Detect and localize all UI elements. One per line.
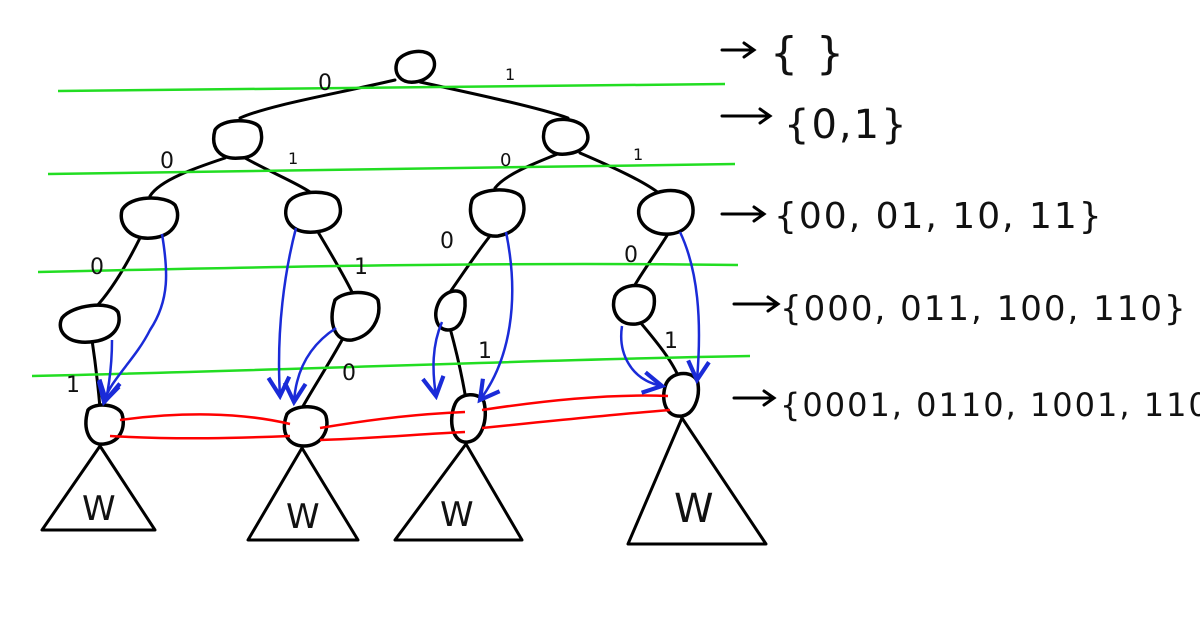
level-arrow-4	[732, 389, 777, 407]
subtree-4	[626, 416, 768, 546]
subtrees	[40, 416, 768, 546]
subtree-label-1: W	[82, 489, 116, 529]
node-00	[119, 196, 180, 240]
edge-label-l3-c-down: 1	[478, 339, 492, 364]
level-line-3	[37, 262, 739, 274]
jump-011	[294, 326, 337, 402]
subtree-label-4: W	[674, 486, 714, 532]
level-set-annotations	[720, 41, 781, 407]
level-set-4: {0001, 0110, 1001, 1101}	[780, 386, 1200, 424]
link-0001-0110-top	[119, 413, 291, 426]
root-node	[394, 49, 437, 84]
level-arrow-3	[732, 295, 781, 313]
subtree-label-3: W	[440, 495, 474, 535]
subtree-3	[393, 442, 524, 542]
node-000	[58, 303, 121, 344]
level-line-4	[31, 354, 751, 378]
jump-000	[106, 339, 112, 400]
link-1001-1101-top	[481, 394, 669, 412]
node-1001	[450, 393, 487, 444]
edge-label-l1-left-left: 0	[160, 149, 174, 174]
level-set-1: {0,1}	[784, 102, 909, 148]
edge-label-l1-left-right: 1	[288, 149, 298, 168]
node-10	[468, 188, 526, 238]
link-0110-1001-top	[319, 410, 466, 430]
jump-11	[678, 231, 699, 380]
subtree-2	[246, 446, 360, 542]
node-100	[434, 289, 467, 332]
jump-100	[434, 321, 442, 396]
node-01	[284, 190, 343, 234]
edge-label-l3-b-down: 0	[342, 361, 356, 386]
edge-label-l3-a-down: 1	[66, 373, 80, 398]
edge-label-l2-b-right: 1	[354, 255, 368, 280]
node-110	[611, 283, 657, 326]
jump-01	[279, 227, 298, 396]
level-lines	[31, 82, 751, 378]
level-arrow-2	[720, 205, 767, 223]
node-1	[541, 117, 590, 156]
edge-label-l2-a-left: 0	[90, 255, 104, 280]
edge-label-l1-right-left: 0	[500, 150, 511, 171]
leaf-links	[109, 394, 671, 442]
subtree-label-2: W	[286, 497, 320, 537]
level-line-1	[57, 82, 726, 93]
edge-label-l1-right-right: 1	[633, 145, 643, 164]
level-set-3: {000, 011, 100, 110}	[780, 289, 1188, 329]
level-arrow-1	[720, 107, 773, 125]
edge-label-l3-d-down: 1	[664, 329, 678, 354]
tree-nodes	[58, 49, 701, 448]
link-1001-1101-bottom	[481, 408, 671, 430]
subtree-1	[40, 444, 157, 532]
edge-label-l2-d-left: 0	[624, 243, 638, 268]
link-0110-1001-bottom	[319, 430, 466, 442]
jump-pointers	[104, 227, 699, 402]
node-011	[330, 290, 381, 342]
jump-10	[480, 231, 514, 400]
edge-label-l2-c-left: 0	[440, 229, 454, 254]
link-0001-0110-bottom	[109, 434, 291, 440]
level-set-0: { }	[770, 28, 846, 79]
jump-110	[620, 325, 662, 386]
node-11	[636, 188, 695, 236]
edge-label-root-left: 0	[318, 71, 332, 96]
level-set-2: {00, 01, 10, 11}	[774, 196, 1104, 237]
node-0001	[84, 403, 125, 446]
edge-label-root-right: 1	[505, 65, 515, 84]
level-line-2	[47, 162, 736, 176]
node-0	[212, 119, 264, 160]
level-arrow-0	[720, 41, 757, 59]
